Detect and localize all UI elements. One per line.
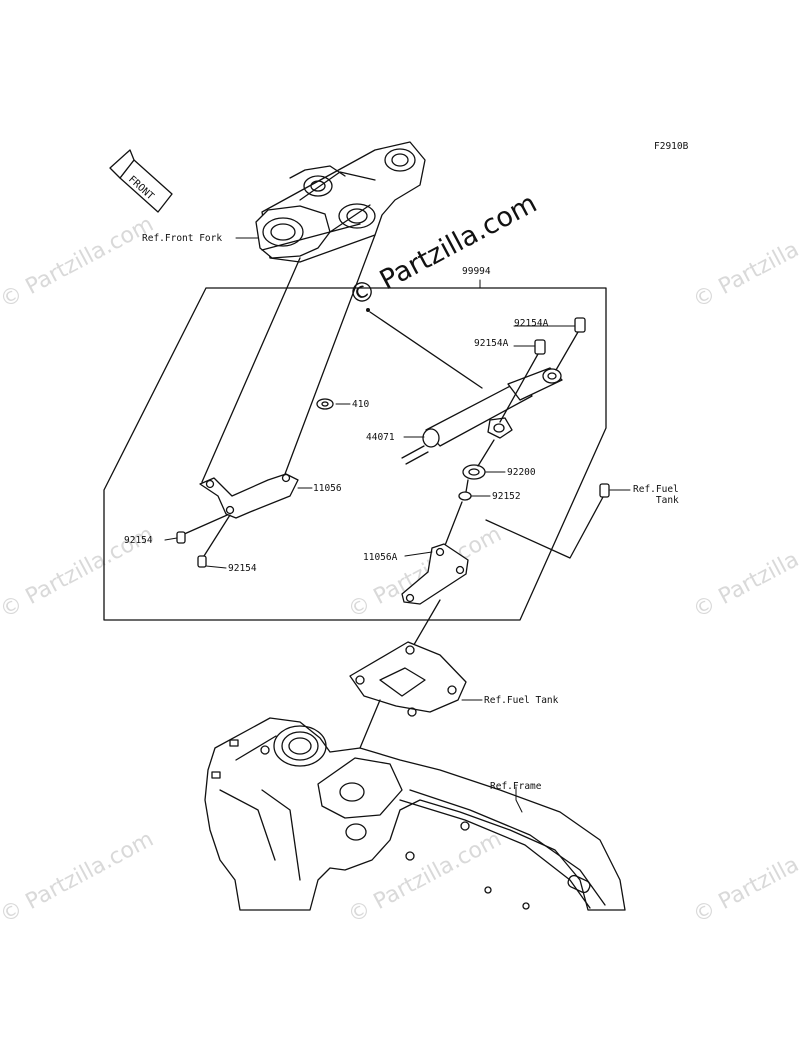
washer-410 (316, 398, 334, 410)
collar-92200 (462, 464, 486, 480)
label-92154-2: 92154 (228, 563, 257, 574)
label-ref-fuel-tank-top: Ref.Fuel Tank (633, 484, 679, 506)
triple-clamp (255, 141, 426, 263)
label-ref-frame: Ref.Frame (490, 781, 542, 792)
collar-92152 (458, 491, 472, 501)
figure-code: F2910B (654, 141, 689, 152)
label-11056: 11056 (313, 483, 342, 494)
label-99994: 99994 (462, 266, 491, 277)
bolt-92154 (176, 531, 207, 568)
fuel-tank-bolt (599, 483, 610, 498)
kit-boundary (103, 287, 607, 621)
label-ref-fuel-tank: Ref.Fuel Tank (484, 695, 559, 706)
label-92154A-1: 92154A (514, 318, 549, 329)
front-arrow-icon (109, 149, 173, 213)
bracket-11056 (199, 473, 299, 519)
bolt-92154A (534, 317, 586, 355)
steering-damper-44071 (401, 367, 563, 465)
label-44071: 44071 (366, 432, 395, 443)
label-92154A-2: 92154A (474, 338, 509, 349)
frame (204, 717, 626, 911)
label-92152: 92152 (492, 491, 521, 502)
label-92200: 92200 (507, 467, 536, 478)
label-ref-front-fork: Ref.Front Fork (142, 233, 223, 244)
label-410: 410 (352, 399, 370, 410)
bracket-11056A (401, 543, 469, 605)
label-92154-1: 92154 (124, 535, 153, 546)
lower-mount (349, 641, 467, 717)
label-11056A: 11056A (363, 552, 398, 563)
